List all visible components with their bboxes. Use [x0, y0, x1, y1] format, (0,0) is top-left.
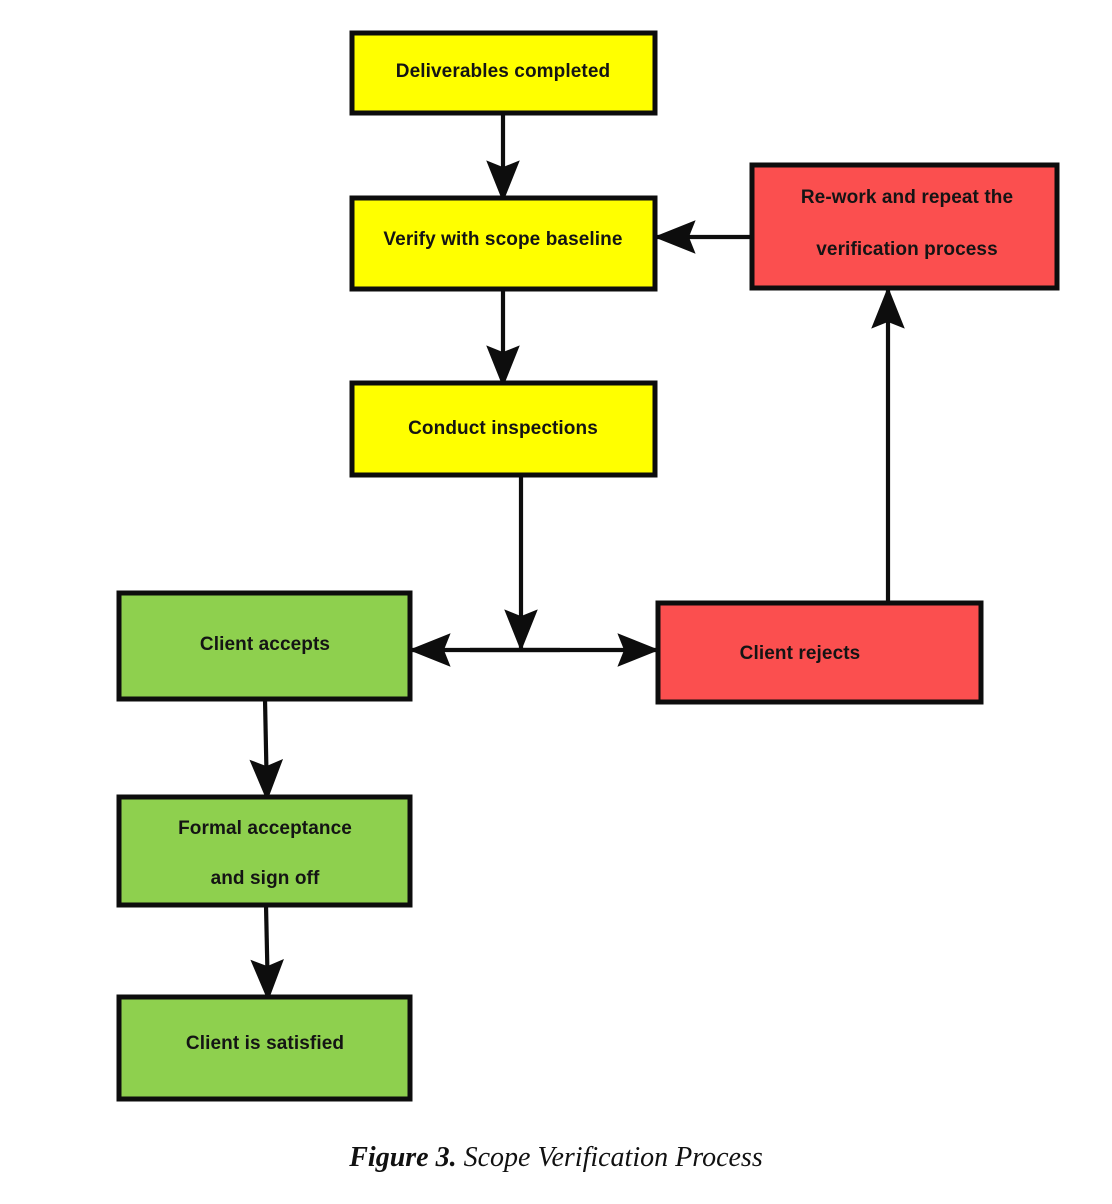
node-label-line-2: verification process [816, 239, 998, 260]
node-box [349, 30, 658, 116]
node-label: Conduct inspections [408, 418, 598, 439]
node-box [116, 590, 413, 702]
node-label-line-2: and sign off [211, 868, 320, 889]
node-label-line-1: Re-work and repeat the [801, 187, 1013, 208]
caption-space [457, 1142, 464, 1173]
node-formal-acceptance-and-sign-off[interactable]: Formal acceptance and sign off [116, 794, 413, 908]
node-verify-with-scope-baseline[interactable]: Verify with scope baseline [349, 195, 658, 292]
node-deliverables-completed[interactable]: Deliverables completed [349, 30, 658, 116]
node-client-rejects[interactable]: Client rejects [655, 600, 984, 705]
node-box [749, 162, 1060, 291]
edge-client-accepts-to-formal-acceptance [249, 698, 284, 802]
node-client-accepts[interactable]: Client accepts [116, 590, 413, 702]
node-label: Client is satisfied [186, 1033, 344, 1054]
edge-formal-acceptance-to-client-satisfied [250, 904, 284, 1002]
figure-caption-title: Scope Verification Process [463, 1142, 763, 1173]
node-label: Deliverables completed [396, 61, 610, 82]
node-box [349, 380, 658, 478]
node-label: Verify with scope baseline [383, 229, 622, 250]
figure-caption-label: Figure 3. [349, 1142, 457, 1173]
node-label: Client accepts [200, 634, 330, 655]
node-label-line-1: Formal acceptance [178, 818, 352, 839]
node-conduct-inspections[interactable]: Conduct inspections [349, 380, 658, 478]
node-label: Client rejects [740, 643, 861, 664]
connectors-layer [249, 113, 905, 1002]
node-box [116, 794, 413, 908]
node-rework-and-repeat[interactable]: Re-work and repeat the verification proc… [749, 162, 1060, 291]
node-client-is-satisfied[interactable]: Client is satisfied [116, 994, 413, 1102]
figure-caption: Figure 3. Scope Verification Process [0, 1142, 1112, 1174]
node-box [655, 600, 984, 705]
flowchart-diagram: Deliverables completed Verify with scope… [116, 30, 1060, 1102]
node-box [349, 195, 658, 292]
node-box [116, 994, 413, 1102]
